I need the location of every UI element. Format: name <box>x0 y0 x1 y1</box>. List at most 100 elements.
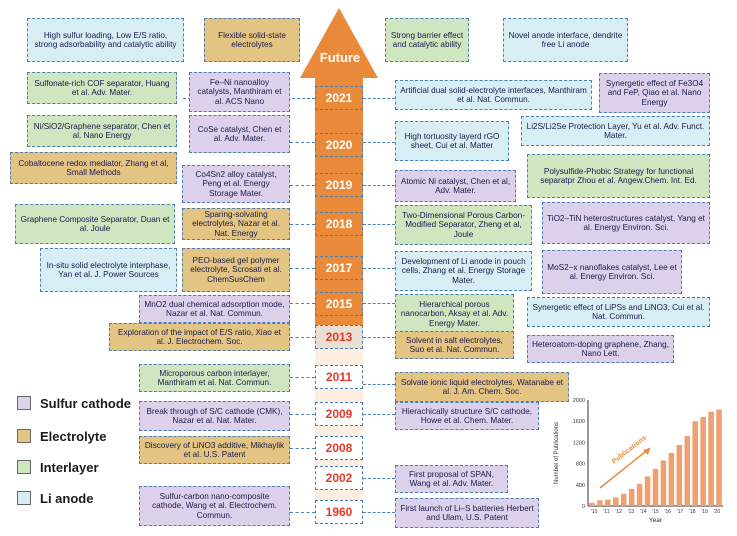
y-tick-label: 0 <box>582 504 585 510</box>
legend-label-interlayer: Interlayer <box>40 460 99 475</box>
box-2015-left: MnO2 dual chemical adsorption mode, Naza… <box>139 295 290 323</box>
year-2002: 2002 <box>315 466 363 490</box>
year-2019: 2019 <box>315 173 363 197</box>
connector <box>290 185 315 186</box>
box-2017-left-2: PEO-based gel polymer electrolyte, Scros… <box>182 248 290 292</box>
legend-swatch-electrolyte <box>17 429 31 443</box>
bar <box>700 416 706 506</box>
y-tick-label: 1600 <box>573 419 585 425</box>
box-2018-left-1: Graphene Composite Separator, Duan et al… <box>15 204 175 244</box>
connector <box>363 303 395 304</box>
box-2020-right-2: Li2S/Li2Se Protection Layer, Yu et al. A… <box>521 116 710 146</box>
box-2021-left-1: Sulfonate-rich COF separator, Huang et a… <box>27 72 177 104</box>
box-2017-right-1: Development of Li anode in pouch cells, … <box>395 251 532 291</box>
box-2019-right-2: Polysulfide-Phobic Strategy for function… <box>527 154 710 198</box>
connector <box>363 414 395 415</box>
publications-chart: 0400800120016002000'10'11'12'13'14'15'16… <box>554 398 723 524</box>
connector <box>363 98 395 99</box>
future-electrolyte-box: Flexible solid-state electrolytes <box>204 18 300 62</box>
year-2020: 2020 <box>315 133 363 157</box>
connector <box>290 448 315 449</box>
box-1960-right: First launch of Li–S batteries Herbert a… <box>395 498 539 528</box>
legend-label-cathode: Sulfur cathode <box>40 396 132 411</box>
box-2021-right-2: Synergetic effect of Fe3O4 and FeP, Qiao… <box>599 73 710 113</box>
y-tick-label: 800 <box>576 462 585 468</box>
connector <box>363 512 395 513</box>
box-2015-right-2: Synergetic effect of LiPSs and LiNO3, Cu… <box>527 297 710 327</box>
connector <box>363 224 395 225</box>
box-2018-left-2: Sparing-solvating electrolytes, Nazar et… <box>182 208 290 240</box>
arrow-head <box>300 8 378 78</box>
y-tick-label: 1200 <box>573 440 585 446</box>
box-2020-left-2: CoSe catalyst, Chen et al. Adv. Mater. <box>189 115 290 153</box>
box-2021-left-2: Fe–Ni nanoalloy catalysts, Manthiram et … <box>189 72 290 112</box>
box-2017-left-1: In-situ solid electrolyte interphase, Ya… <box>40 248 177 292</box>
legend-label-anode: Li anode <box>40 491 94 506</box>
x-tick-label: '11 <box>603 509 609 515</box>
box-2013-left: Exploration of the impact of E/S ratio, … <box>109 323 290 351</box>
bar <box>684 436 691 506</box>
box-2019-left-2: Co4Sn2 alloy catalyst, Peng et al. Energ… <box>182 165 290 203</box>
year-2008: 2008 <box>315 436 363 460</box>
x-tick-label: '17 <box>677 509 684 515</box>
bar <box>676 445 683 506</box>
x-tick-label: '10 <box>591 509 598 515</box>
bar <box>644 476 651 506</box>
trend-arrow-head <box>643 448 650 455</box>
publications-annotation: Publications <box>611 434 648 465</box>
x-tick-label: '16 <box>665 509 672 515</box>
connector <box>290 224 315 225</box>
x-tick-label: '12 <box>615 509 622 515</box>
future-interlayer-box: Strong barrier effect and catalytic abil… <box>385 18 469 62</box>
box-2011-right: Solvate ionic liquid electrolytes, Watan… <box>395 372 569 402</box>
year-2015: 2015 <box>315 292 363 316</box>
connector <box>290 303 315 304</box>
bar <box>660 460 667 506</box>
x-axis-label: Year <box>649 517 663 524</box>
future-cathode-box: High sulfur loading, Low E/S ratio, stro… <box>27 18 184 62</box>
bar <box>668 453 675 506</box>
box-2018-right-2: TiO2–TiN heterostructures catalyst, Yang… <box>542 202 710 244</box>
box-2020-left-1: Ni/SiO2/Graphene separator, Chen et al. … <box>27 115 177 147</box>
bar <box>636 483 643 506</box>
box-1960-left: Sulfur-carbon nano-composite cathode, Wa… <box>139 486 290 526</box>
connector <box>363 478 395 479</box>
connector <box>363 337 395 338</box>
box-2013-right-1: Solvent in salt electrolytes, Suo et al.… <box>395 331 514 359</box>
x-tick-label: '19 <box>701 509 708 515</box>
y-tick-label: 400 <box>576 483 585 489</box>
box-2015-right-1: Hierarchical porous nanocarbon, Aksay et… <box>395 294 514 334</box>
x-tick-label: '13 <box>628 509 635 515</box>
box-2009-left: Break through of S/C cathode (CMK), Naza… <box>139 401 290 431</box>
connector <box>290 414 315 415</box>
year-1960: 1960 <box>315 500 363 524</box>
year-2009: 2009 <box>315 402 363 426</box>
bar <box>628 489 635 506</box>
year-2018: 2018 <box>315 212 363 236</box>
legend-swatch-cathode <box>17 396 31 410</box>
bar <box>620 493 627 506</box>
bar <box>692 421 698 506</box>
legend-swatch-interlayer <box>17 460 31 474</box>
year-2021: 2021 <box>315 86 363 110</box>
connector <box>290 142 315 143</box>
legend-swatch-anode <box>17 491 31 505</box>
legend-label-electrolyte: Electrolyte <box>40 429 107 444</box>
future-label: Future <box>319 50 361 65</box>
bar <box>652 468 659 506</box>
x-tick-label: '20 <box>714 509 721 515</box>
year-2013: 2013 <box>315 325 363 349</box>
box-2018-right-1: Two-Dimensional Porous Carbon-Modified S… <box>395 205 532 245</box>
x-tick-label: '15 <box>652 509 659 515</box>
box-2011-left: Microporous carbon interlayer, Manthiram… <box>139 364 290 392</box>
box-2013-right-2: Heteroatom-doping graphene, Zhang, Nano … <box>527 335 674 363</box>
connector <box>290 337 315 338</box>
y-axis-label: Number of Publications <box>554 422 560 484</box>
connector <box>290 377 315 378</box>
bar <box>597 500 603 506</box>
future-anode-box: Novel anode interface, dendrite free Li … <box>503 18 628 62</box>
connector <box>290 268 315 269</box>
bar <box>589 502 595 506</box>
box-2017-right-2: MoS2−x nanoflakes catalyst, Lee et al. E… <box>542 250 682 294</box>
box-2002-right: First proposal of SPAN, Wang et al. Adv.… <box>395 465 508 493</box>
